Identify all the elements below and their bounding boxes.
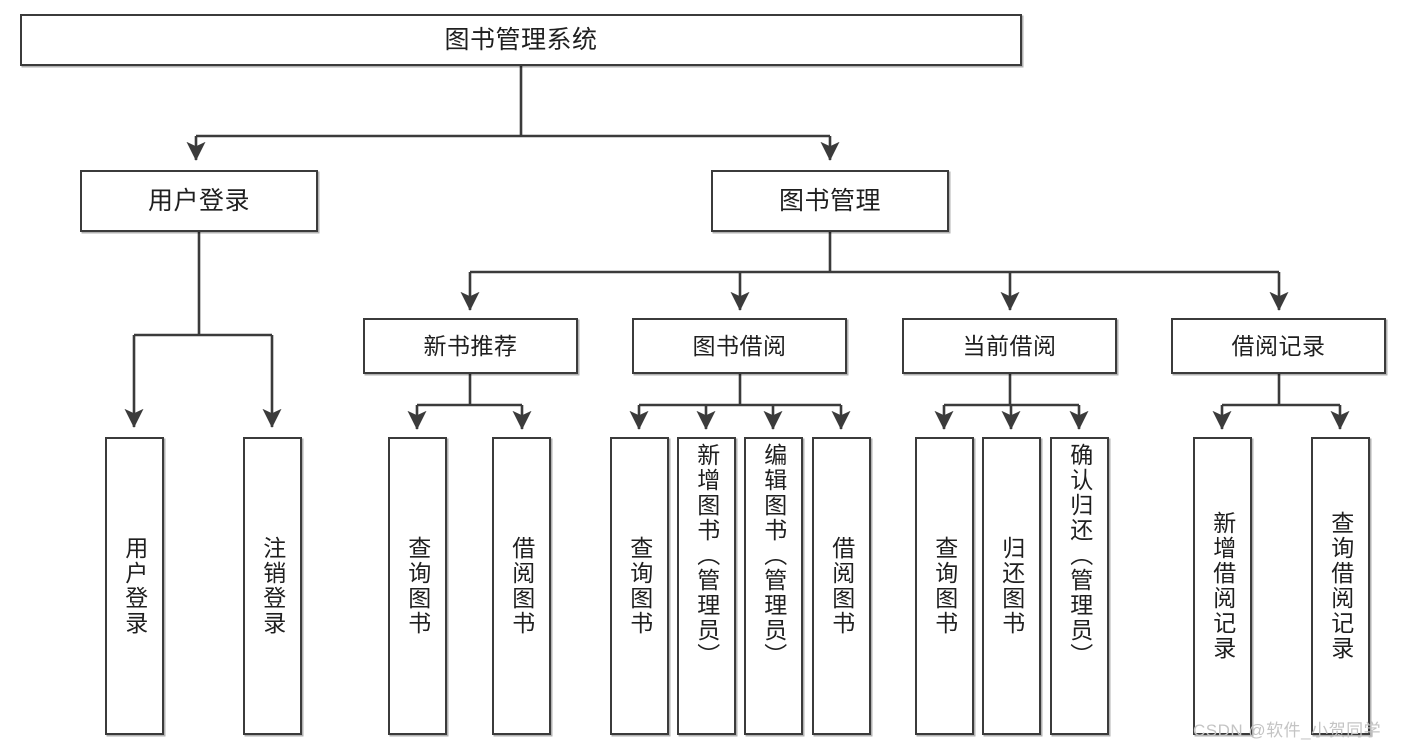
leaf-confirm-return-admin[interactable]: 确认归还（管理员）	[1050, 437, 1109, 735]
leaf-query-book-borrow[interactable]: 查询图书	[610, 437, 669, 735]
node-label: 借阅记录	[1231, 332, 1326, 359]
leaf-user-login[interactable]: 用户登录	[105, 437, 164, 735]
csdn-watermark: CSDN @软件_小贺同学	[1193, 716, 1381, 741]
node-borrow-record[interactable]: 借阅记录	[1171, 318, 1386, 374]
node-label: 用户登录	[147, 186, 250, 215]
node-label: 归还图书	[998, 536, 1025, 636]
leaf-user-logout[interactable]: 注销登录	[243, 437, 302, 735]
node-label: 查询借阅记录	[1327, 511, 1354, 661]
node-label: 借阅图书	[508, 536, 535, 636]
node-label: 图书管理系统	[444, 25, 598, 54]
node-label: 查询图书	[404, 536, 431, 636]
node-book-borrow[interactable]: 图书借阅	[632, 318, 847, 374]
node-label: 查询图书	[931, 536, 958, 636]
leaf-return-book[interactable]: 归还图书	[982, 437, 1041, 735]
leaf-query-borrow-record[interactable]: 查询借阅记录	[1311, 437, 1370, 735]
leaf-borrow-book-recommend[interactable]: 借阅图书	[492, 437, 551, 735]
node-book-management[interactable]: 图书管理	[711, 170, 949, 232]
node-label: 确认归还（管理员）	[1066, 443, 1093, 668]
node-new-book-recommend[interactable]: 新书推荐	[363, 318, 578, 374]
node-label: 当前借阅	[962, 332, 1057, 359]
node-label: 编辑图书（管理员）	[760, 443, 787, 668]
watermark-text: CSDN @软件_小贺同学	[1193, 721, 1382, 740]
node-user-login[interactable]: 用户登录	[80, 170, 318, 232]
node-label: 新增借阅记录	[1209, 511, 1236, 661]
leaf-add-book-admin[interactable]: 新增图书（管理员）	[677, 437, 736, 735]
leaf-query-book-recommend[interactable]: 查询图书	[388, 437, 447, 735]
node-label: 新增图书（管理员）	[693, 443, 720, 668]
node-label: 图书管理	[778, 186, 881, 215]
node-label: 借阅图书	[828, 536, 855, 636]
leaf-borrow-book-borrow[interactable]: 借阅图书	[812, 437, 871, 735]
node-root-book-management-system[interactable]: 图书管理系统	[20, 14, 1022, 66]
leaf-add-borrow-record[interactable]: 新增借阅记录	[1193, 437, 1252, 735]
node-label: 新书推荐	[423, 332, 518, 359]
node-label: 图书借阅	[692, 332, 787, 359]
leaf-query-book-current[interactable]: 查询图书	[915, 437, 974, 735]
node-label: 注销登录	[259, 536, 286, 636]
node-label: 用户登录	[121, 536, 148, 636]
leaf-edit-book-admin[interactable]: 编辑图书（管理员）	[744, 437, 803, 735]
node-label: 查询图书	[626, 536, 653, 636]
node-current-borrow[interactable]: 当前借阅	[902, 318, 1117, 374]
